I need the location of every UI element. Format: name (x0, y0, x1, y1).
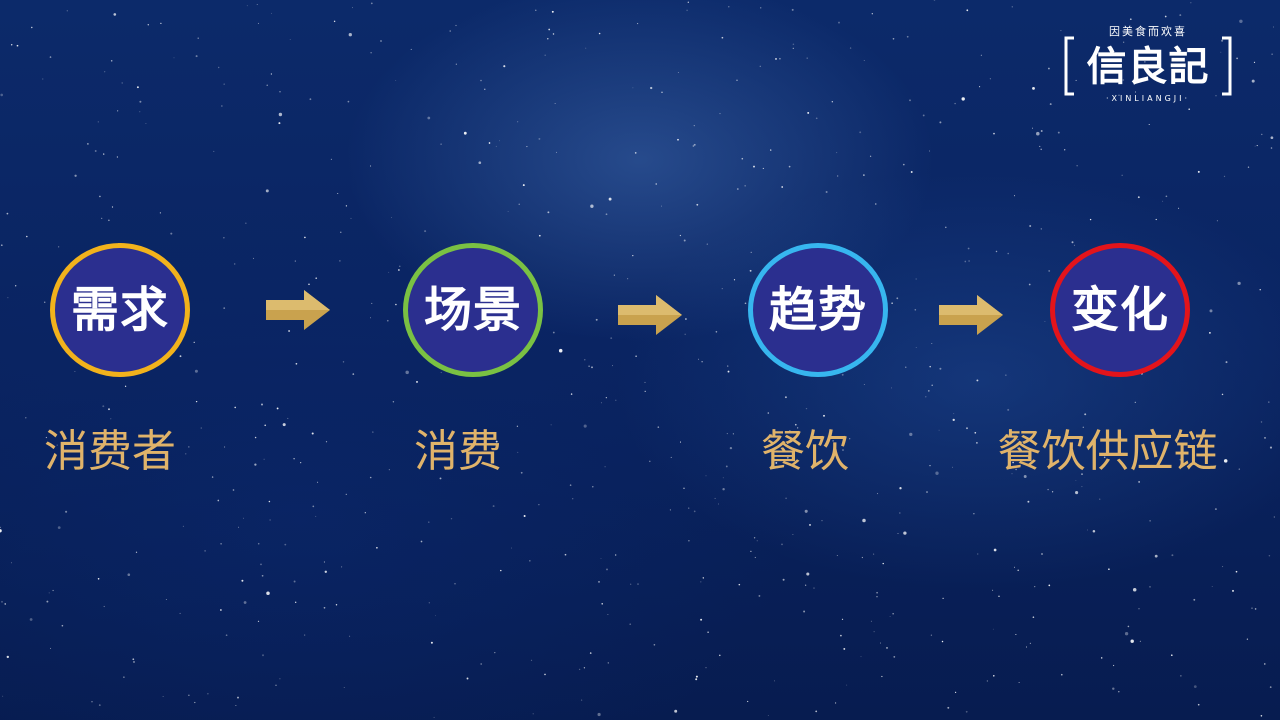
logo-frame (1064, 36, 1232, 96)
caption-consumption: 消费 (414, 426, 502, 477)
flow-node-change: 变化 (1050, 243, 1190, 377)
arrow-right-icon (266, 290, 330, 330)
flow-node-trend: 趋势 (748, 243, 888, 377)
node-label: 场景 (423, 282, 522, 338)
caption-consumer: 消费者 (44, 426, 176, 477)
logo-romanization: ·XINLIANGJI· (1105, 94, 1191, 103)
caption-catering-supply-chain: 餐饮供应链 (997, 426, 1218, 477)
node-label: 变化 (1070, 282, 1169, 338)
flow-node-demand: 需求 (50, 243, 190, 377)
logo-tagline: 因美食而欢喜 (1109, 25, 1187, 38)
node-label: 趋势 (768, 282, 867, 338)
node-label: 需求 (70, 282, 169, 338)
arrow-right-icon (939, 295, 1003, 335)
arrow-right-icon (618, 295, 682, 335)
brand-logo: 因美食而欢喜 信良記 ·XINLIANGJI· (1064, 24, 1232, 108)
caption-catering: 餐饮 (761, 426, 849, 477)
flow-node-scenario: 场景 (403, 243, 543, 377)
logo-name: 信良記 (1086, 44, 1210, 90)
